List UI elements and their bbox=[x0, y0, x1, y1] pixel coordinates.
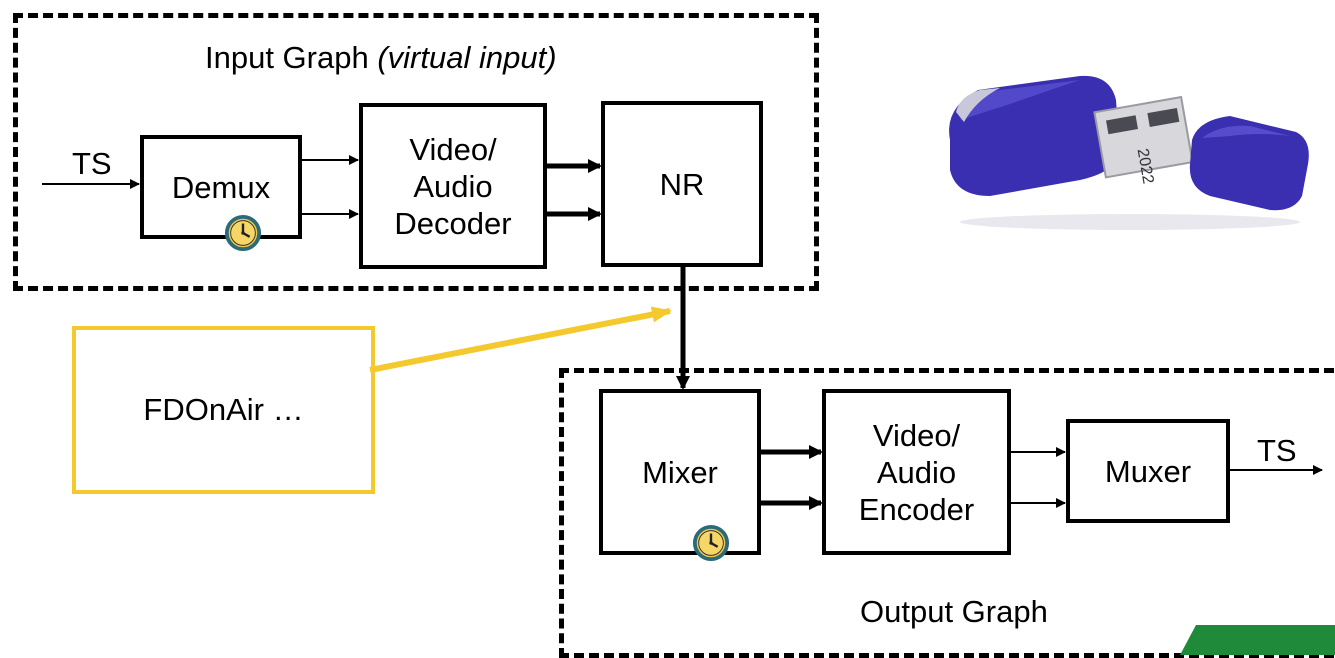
decoder-box: Video/ Audio Decoder bbox=[359, 103, 547, 269]
input-graph-subtitle: (virtual input) bbox=[377, 40, 557, 75]
usb-year-text: 2022 bbox=[1134, 147, 1157, 185]
clock-icon bbox=[224, 214, 262, 252]
corner-decoration bbox=[1180, 625, 1335, 655]
muxer-box: Muxer bbox=[1066, 419, 1230, 523]
mixer-box: Mixer bbox=[599, 389, 761, 555]
output-ts-label: TS bbox=[1257, 433, 1297, 468]
input-graph-title: Input Graph (virtual input) bbox=[205, 40, 557, 76]
output-graph-title: Output Graph bbox=[860, 594, 1048, 629]
nr-box: NR bbox=[601, 101, 763, 267]
usb-dongle-icon: 2022 bbox=[949, 75, 1309, 230]
input-ts-label: TS bbox=[72, 146, 112, 181]
input-graph-frame bbox=[13, 13, 819, 291]
fdonair-note-text: FDOnAir … bbox=[143, 392, 304, 427]
fdonair-note-box: FDOnAir … bbox=[72, 326, 375, 494]
demux-box: Demux bbox=[140, 135, 302, 239]
fdonair-pointer-arrow bbox=[369, 306, 672, 373]
encoder-box: Video/ Audio Encoder bbox=[822, 389, 1011, 555]
input-graph-title-text: Input Graph bbox=[205, 40, 369, 75]
clock-icon bbox=[692, 524, 730, 562]
